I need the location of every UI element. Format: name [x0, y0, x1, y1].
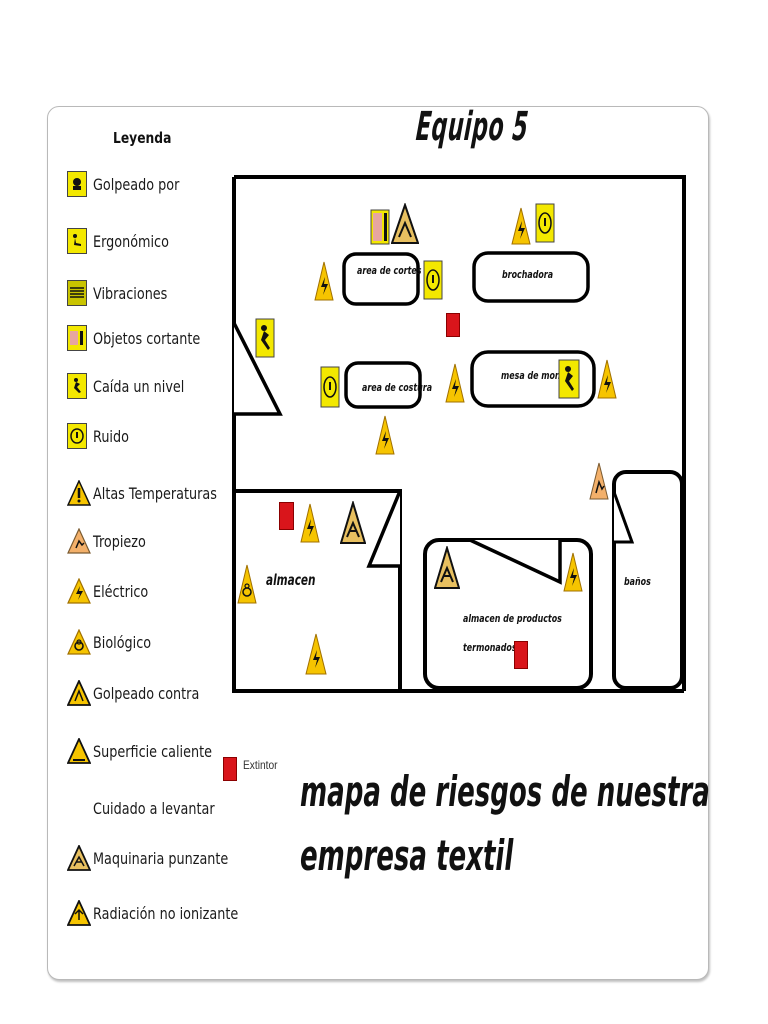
area-cortes-label: area de cortes	[357, 264, 422, 277]
maquinaria-punzante-icon	[340, 501, 366, 544]
extintor-legend-label: Extintor	[243, 758, 278, 772]
electrico-icon	[445, 363, 465, 403]
legend-label: Ergonómico	[93, 231, 169, 251]
productos-label-line1: almacen de productos	[463, 612, 562, 625]
ruido-icon	[423, 260, 443, 300]
almacen-label: almacen	[266, 571, 316, 589]
electrico-icon	[563, 552, 583, 592]
extinguisher-icon	[279, 502, 294, 530]
legend-label: Superficie caliente	[93, 741, 212, 761]
extinguisher-icon	[514, 641, 528, 669]
legend-label: Tropiezo	[93, 531, 146, 551]
legend-label: Biológico	[93, 632, 152, 652]
banos-room	[612, 470, 684, 690]
vibraciones-icon	[67, 280, 89, 306]
ruido-icon	[320, 366, 340, 408]
electrico-icon	[314, 261, 334, 301]
extinguisher-legend-icon	[223, 757, 237, 781]
legend-label: Golpeado por	[93, 174, 180, 194]
map-caption: mapa de riesgos de nuestra empresa texti…	[300, 760, 710, 888]
caida-un-nivel-icon	[255, 318, 275, 358]
legend-label: Cuidado a levantar	[93, 798, 215, 818]
tropiezo-icon	[67, 527, 91, 554]
legend-title: Leyenda	[113, 129, 172, 147]
legend-item-maquinaria-punzante: Maquinaria punzante	[66, 843, 262, 873]
biologico-icon	[67, 628, 91, 655]
legend-label: Vibraciones	[93, 283, 168, 303]
legend-label: Objetos cortante	[93, 328, 201, 348]
electrico-icon	[597, 359, 617, 399]
brochadora-label: brochadora	[502, 268, 554, 281]
legend-item-objetos-cortantes: Objetos cortante	[67, 323, 227, 353]
legend-item-radiacion-no-ionizante: Radiación no ionizante	[66, 898, 275, 928]
tropiezo-icon	[589, 462, 609, 500]
electrico-icon	[305, 633, 327, 675]
legend-item-vibraciones: Vibraciones	[67, 278, 186, 308]
ruido-icon	[535, 203, 555, 243]
radiacion-no-ionizante-icon	[66, 898, 92, 926]
maquinaria-punzante-icon	[66, 843, 92, 871]
electrico-icon	[375, 415, 395, 455]
objetos-cortantes-icon	[67, 325, 89, 351]
caption-line-1: mapa de riesgos de nuestra	[300, 767, 710, 816]
legend-label: Eléctrico	[93, 581, 149, 601]
legend-item-biologico: Biológico	[67, 627, 166, 657]
productos-label-line2: termonados	[463, 641, 517, 654]
electrico-icon	[511, 207, 531, 245]
area-costura-label: area de costura	[362, 381, 433, 394]
legend-item-tropiezo: Tropiezo	[67, 526, 159, 556]
legend-item-altas-temperaturas: Altas Temperaturas	[66, 478, 248, 508]
banos-door	[612, 491, 635, 544]
maquinaria-punzante-icon	[434, 546, 460, 589]
caption-line-2: empresa textil	[300, 831, 514, 880]
caida-un-nivel-icon	[67, 373, 89, 399]
legend-item-electrico: Eléctrico	[67, 576, 162, 606]
area-cortes-box	[342, 252, 420, 306]
legend-item-golpeado-por: Golpeado por	[67, 169, 201, 199]
legend-item-cuidado-a-levantar: Cuidado a levantar	[93, 793, 245, 823]
ergonomico-icon	[67, 228, 89, 254]
almacen-door	[366, 490, 402, 568]
superficie-caliente-icon	[66, 736, 92, 764]
legend-item-ergonomico: Ergonómico	[67, 226, 188, 256]
legend-label: Golpeado contra	[93, 683, 200, 703]
legend-label: Maquinaria punzante	[93, 848, 229, 868]
altas-temperaturas-icon	[66, 479, 92, 506]
legend-item-golpeado-contra: Golpeado contra	[66, 678, 226, 708]
legend-label: Altas Temperaturas	[93, 483, 217, 503]
legend-label: Radiación no ionizante	[93, 903, 239, 923]
legend-item-superficie-caliente: Superficie caliente	[66, 736, 242, 766]
left-door	[232, 322, 283, 416]
electrico-icon	[300, 503, 320, 543]
golpeado-por-icon	[67, 171, 89, 197]
productos-door	[469, 538, 562, 585]
legend-item-ruido: Ruido	[67, 421, 138, 451]
area-costura-box	[344, 361, 422, 409]
ruido-icon	[67, 423, 89, 449]
extinguisher-icon	[446, 313, 460, 337]
electrico-icon	[67, 577, 91, 604]
legend-label: Ruido	[93, 426, 129, 446]
caida-un-nivel-icon	[558, 359, 580, 399]
golpeado-contra-icon	[66, 678, 92, 706]
legend-item-caida-un-nivel: Caída un nivel	[67, 371, 207, 401]
objetos-cortantes-icon	[370, 209, 390, 245]
biologico-icon	[237, 564, 257, 604]
banos-label: baños	[624, 575, 651, 588]
legend-label: Caída un nivel	[93, 376, 185, 396]
maquinaria-punzante-icon	[391, 203, 419, 244]
brochadora-box	[472, 251, 590, 303]
